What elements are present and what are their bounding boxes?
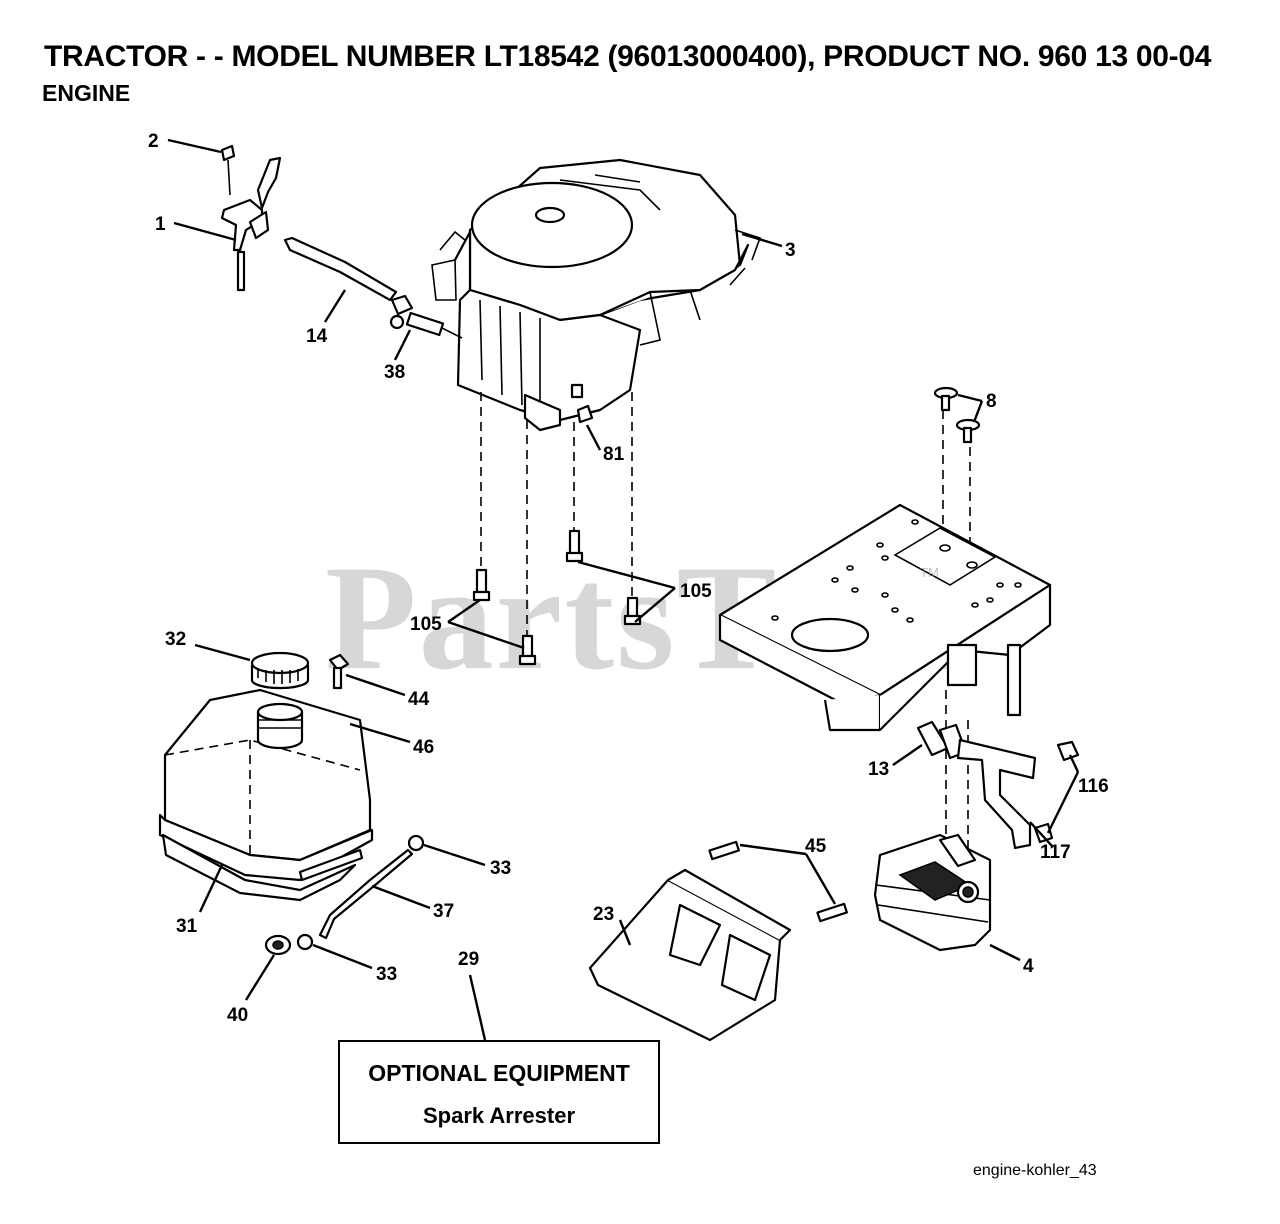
fuel-hose[interactable]: [318, 848, 414, 940]
callout-8: 8: [986, 391, 997, 412]
watermark-tm: TM: [920, 565, 939, 580]
callout-44: 44: [408, 689, 430, 710]
callout-31: 31: [176, 916, 198, 937]
section-subtitle: ENGINE: [42, 80, 131, 106]
callout-105-left: 105: [410, 614, 442, 635]
fuel-cap[interactable]: [250, 651, 310, 690]
engine-assembly[interactable]: [431, 158, 762, 432]
muffler[interactable]: [873, 833, 992, 952]
optional-equipment-item: Spark Arrester: [422, 1103, 576, 1128]
callout-81: 81: [603, 444, 625, 465]
callout-23: 23: [593, 904, 614, 925]
callout-116: 116: [1078, 776, 1109, 797]
fuel-line-and-filter[interactable]: [283, 236, 463, 339]
callout-2: 2: [148, 131, 159, 152]
callout-33-top: 33: [490, 858, 511, 879]
callout-33-bottom: 33: [376, 964, 397, 985]
leader-lines: [167, 138, 1080, 1041]
callout-29: 29: [458, 949, 479, 970]
callout-38: 38: [384, 362, 405, 383]
throttle-bracket[interactable]: [220, 144, 282, 292]
callout-37: 37: [433, 901, 454, 922]
fuel-tank[interactable]: [158, 688, 374, 902]
callout-13: 13: [868, 759, 889, 780]
callout-40: 40: [227, 1005, 248, 1026]
callout-3: 3: [785, 240, 796, 261]
nut-81[interactable]: [576, 404, 594, 424]
engine-mount-plate[interactable]: [718, 503, 1052, 732]
optional-equipment-heading: OPTIONAL EQUIPMENT: [368, 1060, 630, 1086]
diagram-code: engine-kohler_43: [973, 1162, 1097, 1179]
heat-shield[interactable]: [588, 840, 848, 1042]
hose-clamps-33[interactable]: [296, 834, 425, 951]
callout-4: 4: [1023, 956, 1034, 977]
exhaust-pipe-assembly[interactable]: [916, 720, 1080, 850]
callout-14: 14: [306, 326, 328, 347]
callout-1: 1: [155, 214, 166, 235]
optional-equipment-box: OPTIONAL EQUIPMENT Spark Arrester: [338, 1040, 660, 1144]
callout-32: 32: [165, 629, 186, 650]
screws-8[interactable]: [933, 386, 981, 444]
callout-labels: 2 1 3 14 38 81 8 105 105 32 44 46 13 116…: [148, 131, 1109, 1026]
page-title: TRACTOR - - MODEL NUMBER LT18542 (960130…: [44, 40, 1212, 73]
callout-45: 45: [805, 836, 827, 857]
callout-105-right: 105: [680, 581, 712, 602]
callout-46: 46: [413, 737, 434, 758]
bolts-105[interactable]: [472, 529, 642, 666]
callout-117: 117: [1040, 842, 1071, 863]
bolt-44[interactable]: [328, 653, 350, 690]
grommet-40[interactable]: [264, 934, 292, 956]
